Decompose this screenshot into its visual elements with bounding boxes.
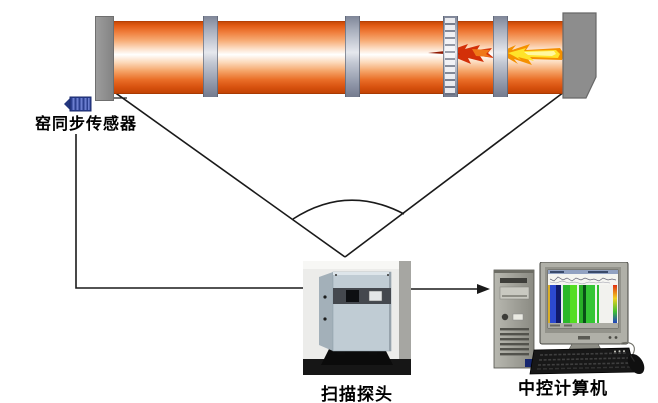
scanner-turntable (321, 349, 393, 365)
tower-power-button (501, 313, 509, 321)
scanner-probe-label: 扫描探头 (321, 385, 393, 403)
scan-fan-left-line (109, 88, 346, 258)
scanner-side-face (319, 272, 333, 351)
kiln-support-ring-1 (203, 16, 218, 97)
control-computer-photo (493, 262, 645, 375)
kiln-sync-sensor-label: 窑同步传感器 (34, 114, 137, 133)
scanner-top-highlight (333, 272, 391, 275)
rotary-kiln-cylinder (111, 21, 564, 94)
tower-vents (500, 328, 529, 356)
scan-angle-arc (292, 199, 405, 220)
kiln-end-cap-right (562, 12, 597, 99)
kiln-support-ring-2 (345, 16, 360, 97)
keyboard (529, 347, 636, 375)
control-computer-label: 中控计算机 (518, 379, 608, 399)
gear-teeth-pattern (445, 18, 455, 95)
pc-tower (493, 269, 535, 369)
scanner-lens-slot (333, 288, 391, 304)
arrow-right-icon (477, 284, 490, 294)
app-title-bar (548, 270, 618, 274)
scanner-edge-shade (389, 272, 391, 351)
sensor-ribs (72, 98, 90, 110)
scanner-foot-right (369, 351, 377, 355)
sensor-tip (64, 98, 70, 110)
scanner-screw-1 (335, 274, 337, 276)
monitor-brand-mark (578, 336, 590, 340)
photo-right-shade (399, 261, 411, 375)
monitor-button-1 (608, 336, 612, 339)
scanner-window (368, 290, 383, 302)
scanner-lens-icon (346, 290, 359, 302)
color-scale-legend (613, 285, 617, 323)
mouse-cable (619, 341, 635, 355)
scanner-screw-2 (387, 274, 389, 276)
scanner-probe-photo (303, 261, 411, 375)
mouse (627, 353, 645, 375)
crt-monitor (539, 262, 629, 356)
scanner-knob-1 (323, 295, 327, 299)
tower-badge (525, 359, 533, 367)
monitor-button-2 (614, 336, 618, 339)
kiln-support-ring-3 (493, 16, 508, 97)
tower-cd-drive (499, 286, 530, 300)
cap-right-shape (562, 12, 597, 99)
trend-chart-strip (548, 274, 618, 285)
scanner-front-face (332, 271, 392, 352)
flame-orange-part (472, 49, 491, 57)
flame-core (524, 51, 556, 56)
scan-fan-right-line (344, 91, 565, 258)
kiln-end-cap-left (95, 16, 114, 101)
scanner-foot-left (337, 351, 345, 355)
flame-red-part (448, 44, 494, 64)
kiln-sync-sensor-icon (64, 96, 92, 112)
burner-flame-icon (428, 44, 564, 65)
photo-top-light (303, 261, 411, 269)
scanner-knob-2 (323, 317, 327, 321)
sensor-to-scanner-wire (75, 134, 304, 289)
tower-bay-1 (500, 278, 527, 283)
app-status-bar (548, 323, 618, 328)
thermal-scan-screen (548, 285, 618, 323)
kiln-gear-ring (443, 16, 458, 97)
